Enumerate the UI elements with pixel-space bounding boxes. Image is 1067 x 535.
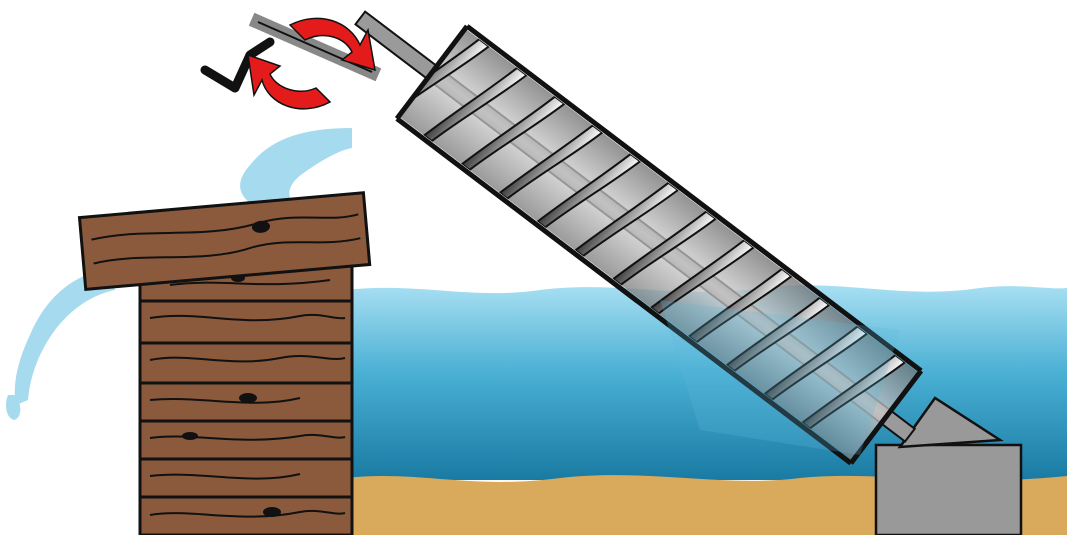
plank xyxy=(140,301,352,343)
wood-knot xyxy=(182,432,198,440)
rotation-arrow-bottom xyxy=(248,55,330,109)
support-block xyxy=(876,445,1021,535)
wood-knot xyxy=(263,507,281,517)
wooden-platform xyxy=(140,255,352,535)
wood-knot xyxy=(239,393,257,403)
plank xyxy=(140,343,352,383)
